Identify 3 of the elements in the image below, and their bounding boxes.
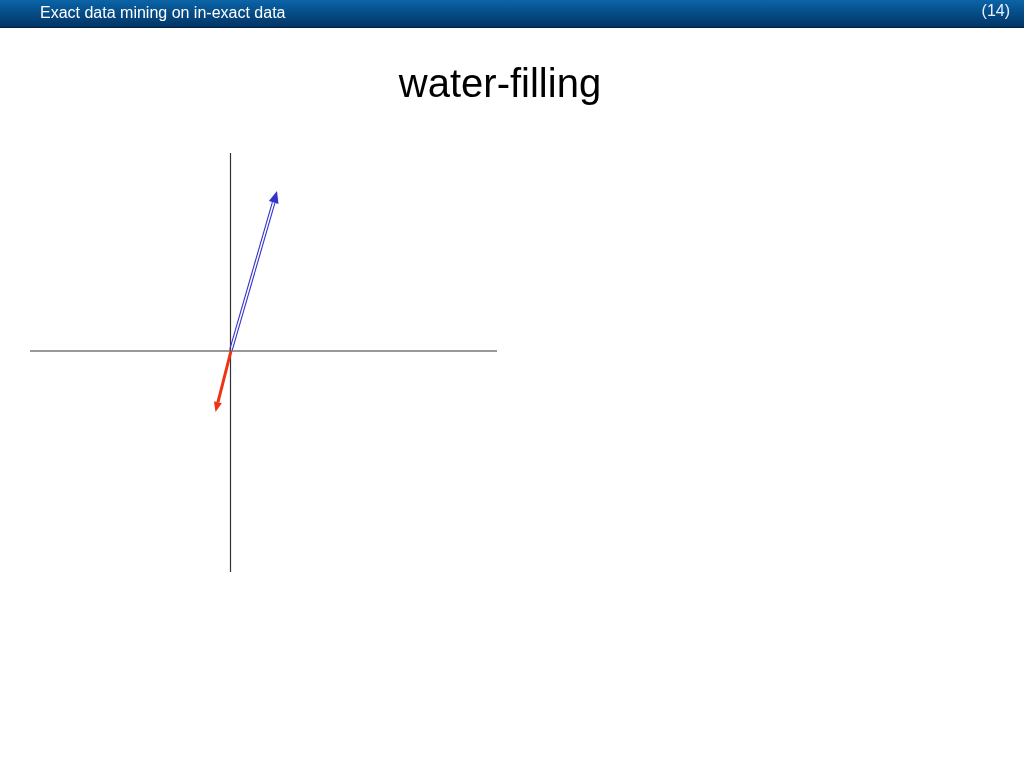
- slide-title: water-filling: [398, 60, 602, 107]
- page-number: (14): [981, 1, 1010, 21]
- header-title: Exact data mining on in-exact data: [40, 3, 286, 23]
